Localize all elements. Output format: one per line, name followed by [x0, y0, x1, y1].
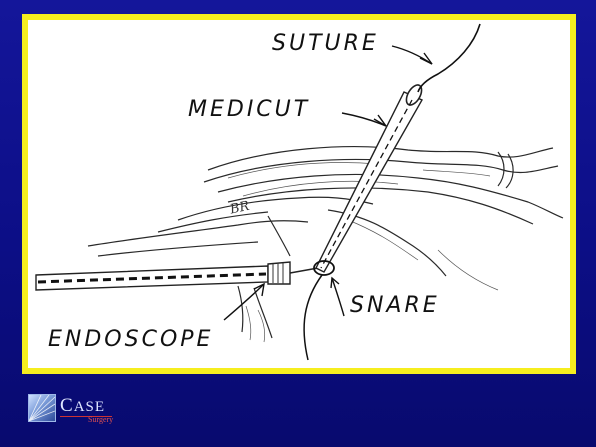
logo-subtitle: Surgery: [88, 415, 113, 424]
endoscopy-illustration: SUTURE MEDICUT SNARE ENDOSCOPE BR: [28, 20, 570, 368]
tissue-layers: [88, 147, 563, 338]
logo-wordmark: CASE: [60, 395, 105, 417]
label-suture: SUTURE: [272, 31, 379, 56]
illustration-panel: SUTURE MEDICUT SNARE ENDOSCOPE BR: [22, 14, 576, 374]
label-snare: SNARE: [350, 293, 440, 318]
logo-emblem-icon: [28, 394, 56, 422]
logo-name-rest: ASE: [74, 399, 105, 415]
label-medicut: MEDICUT: [188, 97, 310, 122]
snare-loop: [304, 261, 334, 360]
logo-rays-icon: [29, 395, 55, 421]
label-endoscope: ENDOSCOPE: [48, 327, 213, 352]
case-surgery-logo: CASE Surgery: [28, 394, 228, 434]
logo-initial: C: [60, 395, 74, 416]
endoscope-instrument: [36, 262, 318, 290]
